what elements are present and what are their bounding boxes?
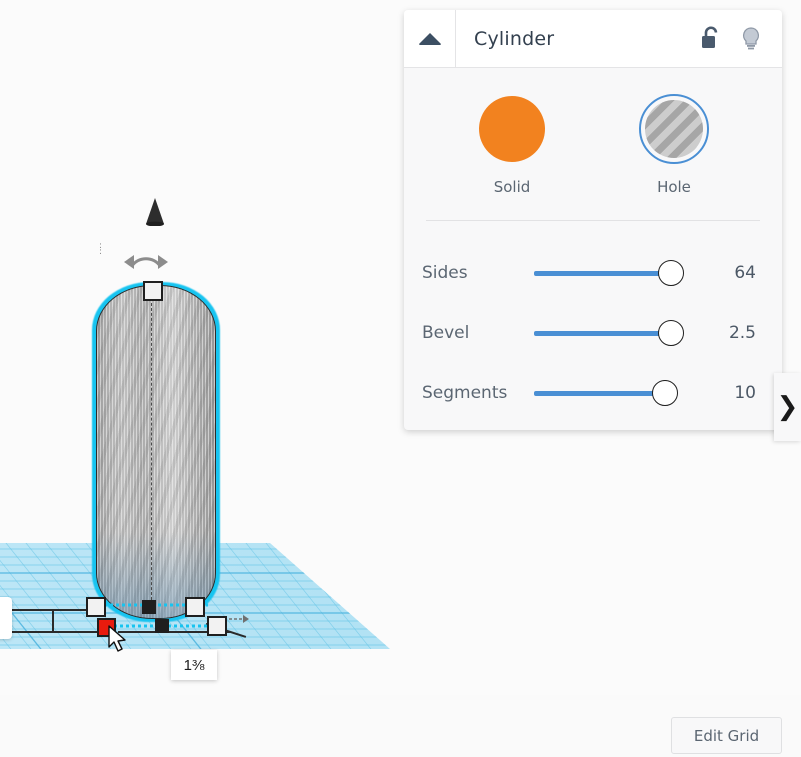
dimension-value-label: 1⅜ <box>171 650 217 680</box>
solid-swatch-ring <box>477 94 547 164</box>
unlock-icon[interactable] <box>700 25 722 52</box>
lightbulb-icon[interactable] <box>740 26 762 52</box>
slider-track-sides <box>534 271 670 276</box>
hole-swatch <box>645 100 703 158</box>
slider-label-segments: Segments <box>422 383 508 403</box>
shape-properties-panel: Cylinder Solid <box>404 10 782 430</box>
slider-value-segments: 10 <box>734 383 756 403</box>
panel-title: Cylinder <box>474 27 555 50</box>
edit-grid-button[interactable]: Edit Grid <box>671 717 782 754</box>
mouse-cursor <box>108 625 126 652</box>
slider-thumb-segments[interactable] <box>652 380 678 406</box>
collapse-panel-button[interactable] <box>404 10 456 68</box>
slider-sides[interactable] <box>534 260 700 286</box>
rotate-arc-icon[interactable] <box>124 246 168 270</box>
scale-handle-corner[interactable] <box>86 597 106 617</box>
panel-header: Cylinder <box>404 10 782 68</box>
panel-divider <box>426 220 760 221</box>
center-axis-line <box>151 288 152 610</box>
hole-swatch-ring <box>639 94 709 164</box>
mode-label-hole: Hole <box>657 178 691 196</box>
expand-sidebar-tab[interactable]: ❯ <box>774 373 801 441</box>
slider-bevel[interactable] <box>534 320 700 346</box>
scale-handle-corner[interactable] <box>207 616 227 636</box>
dimension-chip[interactable] <box>0 597 12 639</box>
slider-label-bevel: Bevel <box>422 323 470 343</box>
slider-value-bevel: 2.5 <box>728 323 756 343</box>
scale-handle-top[interactable] <box>143 281 163 301</box>
ruler-dots-icon: :: <box>99 241 103 257</box>
slider-group: Sides 64 Bevel 2.5 Segments <box>404 221 782 423</box>
slider-row-segments: Segments 10 <box>422 363 760 423</box>
triangle-up-icon <box>418 32 441 45</box>
scale-handle-edge[interactable] <box>155 619 169 633</box>
scale-handle-edge[interactable] <box>142 600 156 614</box>
slider-label-sides: Sides <box>422 263 468 283</box>
chevron-right-icon: ❯ <box>776 392 799 422</box>
slider-track-bevel <box>534 331 670 336</box>
slider-track-segments <box>534 391 664 396</box>
bottom-bar <box>0 695 801 757</box>
move-arrow-icon <box>229 615 249 623</box>
solid-swatch <box>479 96 545 162</box>
dimension-line <box>118 631 230 633</box>
slider-thumb-sides[interactable] <box>658 260 684 286</box>
slider-thumb-bevel[interactable] <box>658 320 684 346</box>
cone-arrow-icon[interactable] <box>144 198 166 226</box>
panel-header-icons <box>700 25 782 52</box>
dimension-line <box>0 631 108 633</box>
mode-option-solid[interactable]: Solid <box>464 94 560 196</box>
slider-row-sides: Sides 64 <box>422 243 760 303</box>
mode-label-solid: Solid <box>493 178 531 196</box>
slider-value-sides: 64 <box>734 263 756 283</box>
cylinder-body[interactable] <box>96 285 216 619</box>
cylinder-hatching <box>97 286 215 618</box>
scale-handle-corner[interactable] <box>185 597 205 617</box>
slider-segments[interactable] <box>534 380 700 406</box>
cylinder-shape[interactable] <box>92 282 220 622</box>
slider-row-bevel: Bevel 2.5 <box>422 303 760 363</box>
dimension-line <box>8 609 104 611</box>
mode-option-hole[interactable]: Hole <box>626 94 722 196</box>
dimension-tick <box>52 609 54 631</box>
shape-mode-selector: Solid Hole <box>404 68 782 196</box>
